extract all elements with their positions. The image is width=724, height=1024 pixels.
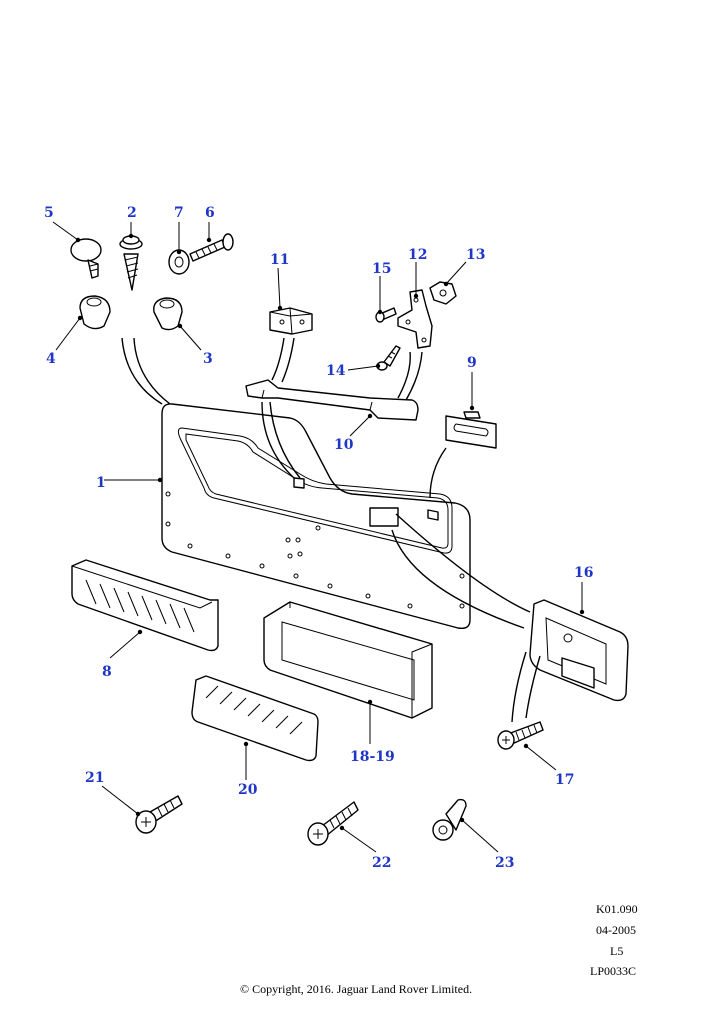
callout-2: 2 — [127, 205, 137, 221]
pocket-bezel — [263, 601, 433, 719]
reference-level: L5 — [610, 944, 624, 958]
push-clip — [70, 238, 102, 279]
reference-code: K01.090 — [596, 902, 638, 916]
reference-date: 04-2005 — [596, 923, 636, 937]
trim-cup-large — [79, 295, 111, 330]
illustration-number: LP0033C — [590, 964, 637, 978]
grille-plate — [191, 675, 319, 762]
striker-plate — [445, 411, 497, 449]
callout-labels: 1 2 3 4 5 6 7 8 9 10 11 12 13 14 15 16 1… — [44, 205, 593, 871]
cage-nut — [429, 281, 457, 305]
trim-cup — [153, 297, 183, 331]
handle-bracket — [269, 307, 313, 335]
callout-6: 6 — [205, 205, 215, 221]
screw-short — [376, 345, 401, 371]
mounting-bracket — [397, 289, 433, 349]
release-escutcheon — [529, 599, 629, 702]
map-pocket — [71, 559, 219, 652]
cross-head-screw — [497, 721, 544, 750]
machine-screw — [189, 233, 234, 262]
callout-4: 4 — [46, 351, 56, 367]
callout-16: 16 — [574, 565, 593, 581]
callout-3: 3 — [203, 351, 213, 367]
callout-8: 8 — [102, 664, 112, 680]
callout-11: 11 — [270, 252, 289, 268]
washer-screw — [119, 235, 143, 291]
assembly-guides — [121, 337, 541, 723]
callout-5: 5 — [44, 205, 54, 221]
callout-17: 17 — [555, 772, 574, 788]
callout-12: 12 — [408, 247, 427, 263]
tapping-screw-left — [135, 795, 183, 834]
callout-10: 10 — [334, 437, 354, 453]
callout-20: 20 — [238, 782, 258, 798]
rivet-nut — [432, 798, 467, 841]
callout-21: 21 — [85, 770, 104, 786]
callout-14: 14 — [326, 363, 346, 379]
door-trim-panel — [161, 403, 471, 630]
callout-22: 22 — [372, 855, 391, 871]
callout-15: 15 — [372, 261, 391, 277]
tapping-screw-center — [307, 801, 359, 846]
leader-lines — [52, 221, 585, 853]
callout-23: 23 — [495, 855, 514, 871]
copyright-notice: © Copyright, 2016. Jaguar Land Rover Lim… — [240, 982, 473, 996]
callout-9: 9 — [467, 355, 477, 371]
callout-18-19: 18-19 — [350, 749, 395, 765]
callout-7: 7 — [174, 205, 184, 221]
callout-1: 1 — [96, 475, 106, 491]
callout-13: 13 — [466, 247, 485, 263]
pull-handle — [245, 379, 419, 421]
